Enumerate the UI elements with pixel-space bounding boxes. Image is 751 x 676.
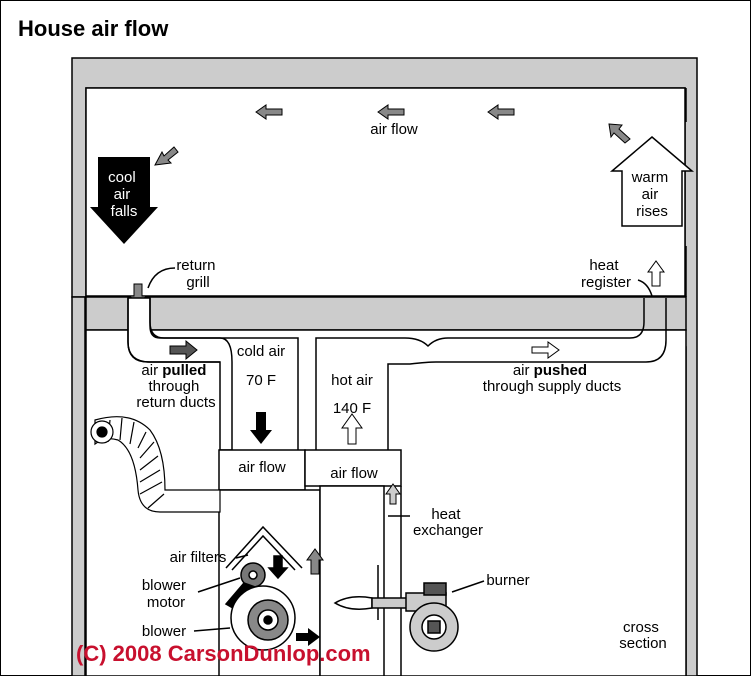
return-duct-inner: [149, 298, 299, 450]
copyright: (C) 2008 CarsonDunlop.com: [76, 641, 371, 666]
upper-room: [85, 87, 686, 297]
air-flow-right-label: air flow: [330, 465, 378, 482]
air-filters-label: air filters: [170, 549, 227, 566]
blower-motor-label: blower motor: [142, 577, 190, 611]
return-grill-label: return grill: [176, 257, 219, 291]
gray-flow-arrows: [154, 104, 631, 166]
warm-air-rises-arrow: [609, 136, 695, 227]
hot-air-temp: 140 F: [333, 400, 371, 417]
air-flow-left-label: air flow: [238, 459, 286, 476]
hot-air-label: hot air: [331, 372, 373, 389]
heat-register-arrow: [647, 260, 665, 287]
air-pulled-label: air pulled through return ducts: [136, 362, 215, 411]
cold-air-label: cold air: [237, 343, 285, 360]
return-grill-pointer: [147, 267, 176, 289]
hot-air-up-arrow: [341, 413, 363, 445]
heat-register-label: heat register: [581, 257, 631, 291]
house-walls: [71, 57, 698, 676]
air-pulled-arrow: [169, 339, 198, 361]
cold-air-temp: 70 F: [246, 372, 276, 389]
air-pushed-arrow: [531, 341, 560, 359]
heat-register-pointer: [637, 279, 653, 297]
heat-exchanger-label: heat exchanger: [413, 506, 483, 539]
blower-out-arrow: [296, 628, 320, 646]
return-duct-outer: [127, 298, 220, 363]
cool-air-falls-label: cool air falls: [108, 169, 140, 220]
furnace: [218, 449, 402, 676]
air-filters: [225, 525, 303, 571]
exchanger-small-arrow: [385, 483, 401, 505]
burner-label: burner: [486, 572, 529, 589]
air-pushed-label: air pushed through supply ducts: [483, 362, 621, 395]
exchanger-up-arrow: [306, 548, 324, 575]
blower-label: blower: [142, 623, 186, 640]
cool-air-falls-arrow: [90, 157, 158, 244]
air-flow-top-label: air flow: [370, 121, 418, 138]
supply-duct: [315, 298, 667, 450]
warm-air-rises-label: warm air rises: [631, 169, 673, 220]
cross-section-label: cross section: [619, 619, 667, 652]
blower-assembly: [224, 555, 296, 651]
cold-air-down-arrow: [250, 412, 272, 444]
page-title: House air flow: [18, 16, 169, 41]
burner: [333, 565, 459, 652]
flex-duct: [90, 416, 221, 513]
